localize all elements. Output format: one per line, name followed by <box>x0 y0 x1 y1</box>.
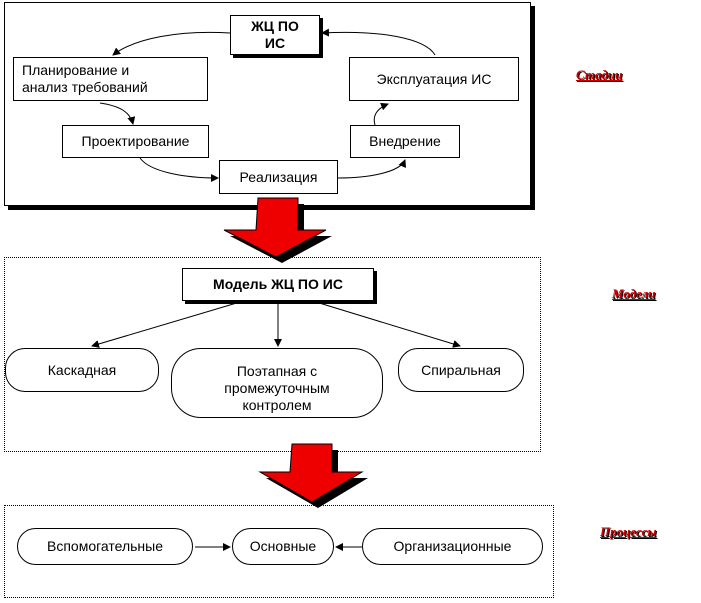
arrow-operation-to-lifecycle <box>321 28 436 56</box>
implementation-box: Реализация <box>219 160 338 194</box>
iterative-box: Поэтапная с промежуточным контролем <box>171 348 383 418</box>
spiral-box: Спиральная <box>398 348 524 392</box>
red-arrow-models-to-processes <box>258 443 368 508</box>
model-box: Модель ЖЦ ПО ИС <box>182 268 374 301</box>
arrow-design-to-implementation <box>139 157 219 182</box>
cascade-box: Каскадная <box>5 348 159 392</box>
deployment-box: Внедрение <box>350 125 460 158</box>
planning-box: Планирование и анализ требований <box>13 57 208 101</box>
arrow-lifecycle-to-planning <box>112 31 231 56</box>
models-label: Модели <box>612 286 656 301</box>
main-box: Основные <box>232 528 334 565</box>
organizational-box: Организационные <box>362 528 543 565</box>
arrow-model-to-cascade <box>91 301 241 348</box>
operation-box: Эксплуатация ИС <box>349 57 519 101</box>
stages-label: Стадии <box>576 67 623 82</box>
lifecycle-box: ЖЦ ПО ИС <box>230 15 320 55</box>
arrow-model-to-spiral <box>315 301 461 348</box>
arrow-implementation-to-deployment <box>337 159 406 179</box>
design-box: Проектирование <box>62 125 209 158</box>
auxiliary-box: Вспомогательные <box>17 528 193 565</box>
processes-label: Процессы <box>600 524 657 539</box>
arrow-planning-to-design <box>99 102 136 125</box>
arrow-deployment-to-operation <box>373 102 389 126</box>
red-arrow-stages-to-models <box>223 197 332 263</box>
